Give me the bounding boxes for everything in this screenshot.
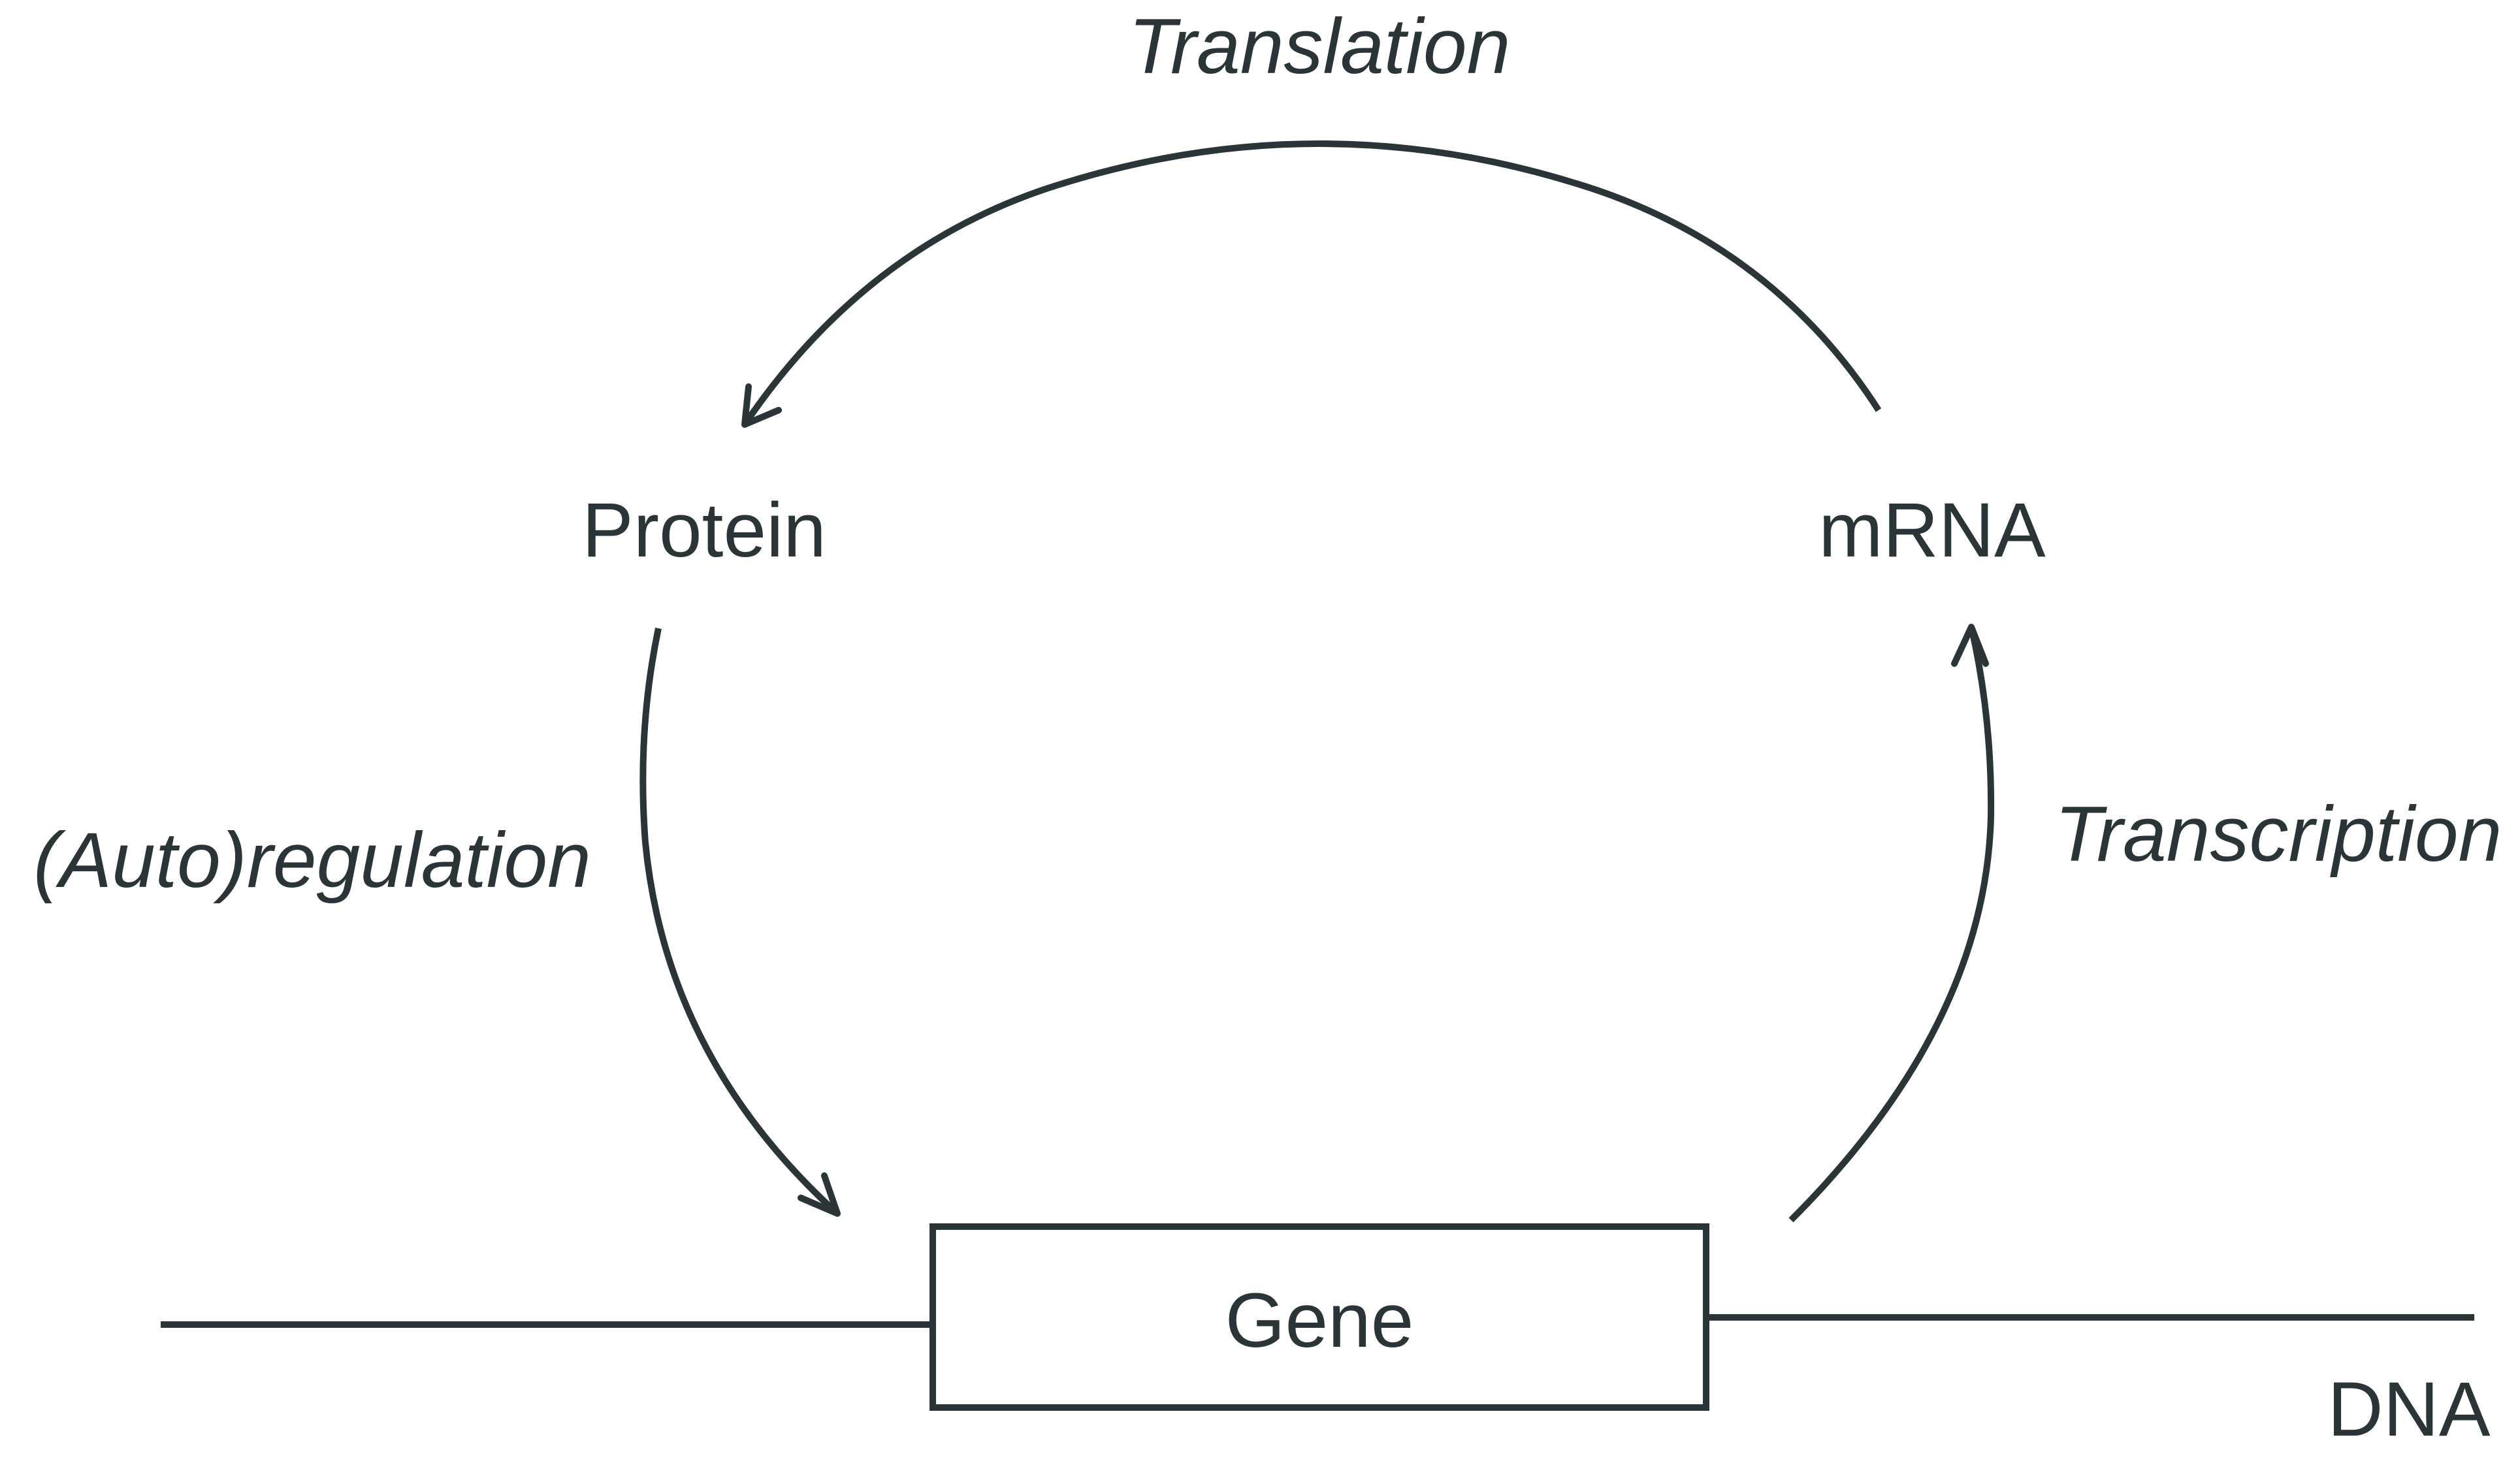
translation-arrowhead [741, 383, 782, 428]
translation-arrow [741, 140, 1882, 427]
mrna-label: mRNA [1818, 487, 2046, 573]
dna-label: DNA [2327, 1366, 2490, 1453]
protein-label: Protein [582, 487, 826, 573]
translation-label: Translation [1129, 3, 1511, 90]
gene-label: Gene [1225, 1278, 1414, 1364]
regulation-arrow [639, 627, 840, 1216]
regulation-label: (Auto)regulation [33, 816, 591, 904]
transcription-arrowhead [1951, 624, 1989, 667]
transcription-arrow [1788, 626, 1995, 1223]
gene-box [929, 1223, 1709, 1411]
regulation-arrowhead [798, 1172, 841, 1217]
transcription-label: Transcription [2055, 790, 2502, 878]
